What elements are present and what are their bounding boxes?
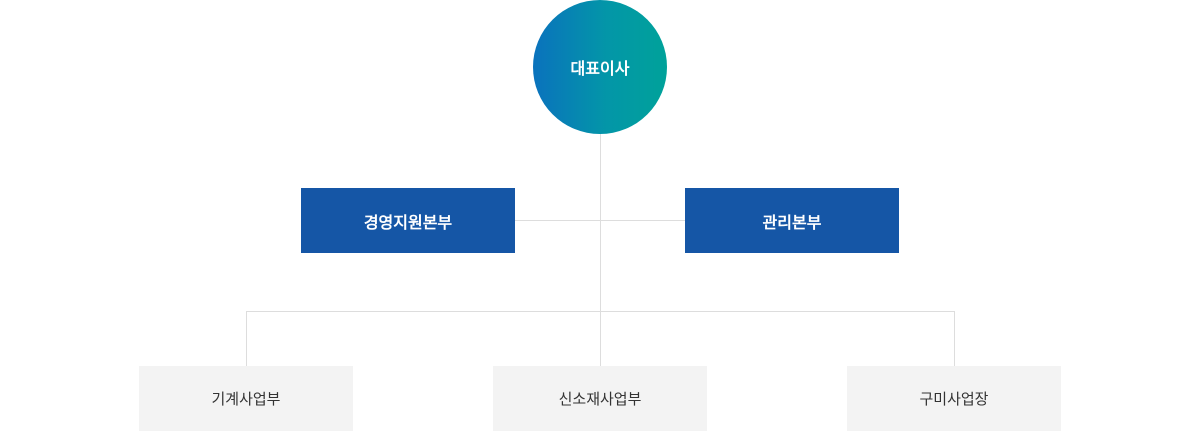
connector-vertical-main (600, 134, 601, 366)
division-administration: 관리본부 (685, 188, 899, 253)
unit-new-materials: 신소재사업부 (493, 366, 707, 431)
unit-label: 기계사업부 (211, 390, 281, 408)
unit-gumi-site: 구미사업장 (847, 366, 1061, 431)
division-label: 관리본부 (762, 212, 822, 232)
connector-unit-left (246, 311, 247, 366)
connector-divisions (515, 220, 685, 221)
ceo-label: 대표이사 (570, 59, 630, 78)
connector-unit-right (954, 311, 955, 366)
unit-label: 신소재사업부 (558, 390, 642, 408)
division-label: 경영지원본부 (363, 212, 453, 232)
unit-machinery: 기계사업부 (139, 366, 353, 431)
ceo-node: 대표이사 (533, 0, 667, 134)
unit-label: 구미사업장 (919, 390, 989, 408)
division-management-support: 경영지원본부 (301, 188, 515, 253)
connector-units-horizontal (246, 311, 955, 312)
